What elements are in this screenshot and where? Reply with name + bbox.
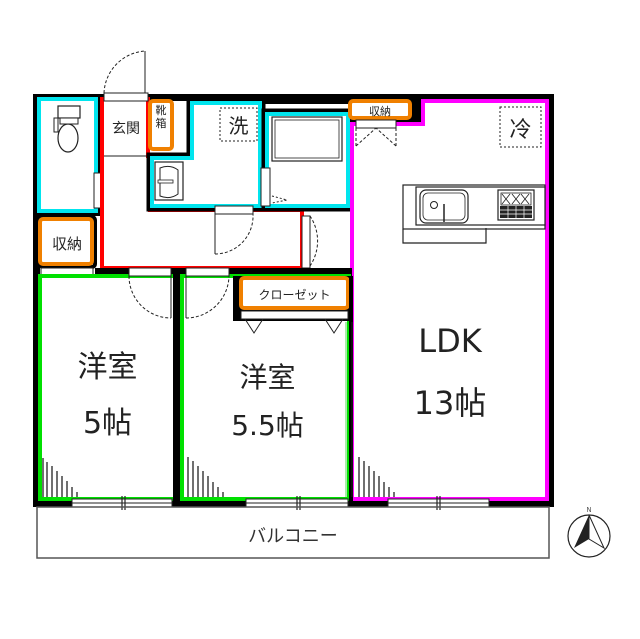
compass-icon [567, 514, 611, 558]
storage-ldk-label: 収納 [369, 105, 391, 118]
balcony-outline [36, 506, 550, 559]
closet-label: クローゼット [258, 288, 331, 302]
balcony-label: バルコニー [248, 526, 338, 547]
western-room-2-name: 洋室 [239, 361, 296, 394]
western-room-1-size: 5帖 [82, 406, 133, 441]
western-room-1-name: 洋室 [77, 350, 138, 385]
shoe-box-label: 靴箱 [155, 104, 167, 130]
entrance-label: 玄関 [112, 121, 140, 137]
ldk-size: 13帖 [413, 384, 487, 422]
washer-space-label: 洗 [228, 114, 249, 138]
storage-left-label: 収納 [51, 235, 82, 253]
ldk-name: LDK [418, 322, 482, 360]
compass-north-label: N [586, 506, 592, 514]
western-room-2-size: 5.5帖 [231, 409, 304, 442]
fridge-space-label: 冷 [509, 118, 532, 143]
